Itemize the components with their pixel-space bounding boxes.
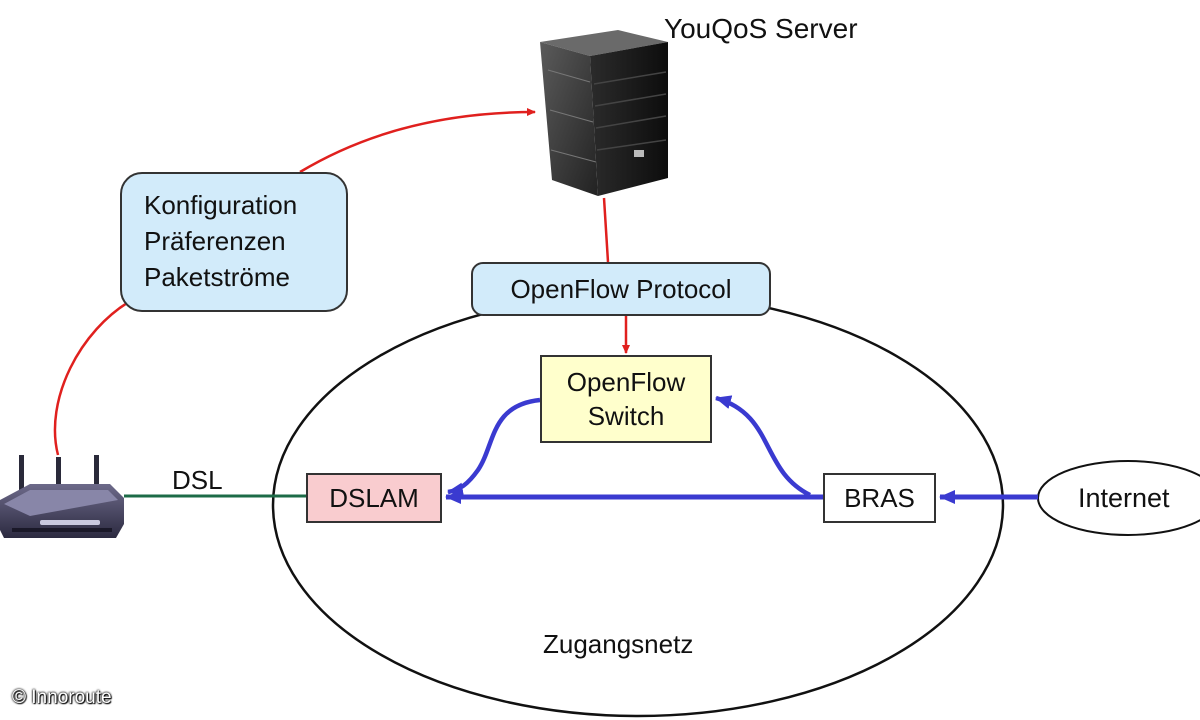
bras-label: BRAS	[844, 482, 915, 513]
openflow-protocol-box: OpenFlow Protocol	[471, 262, 771, 316]
copyright-watermark: © Innoroute	[12, 687, 112, 708]
bras-to-switch-arrow	[715, 395, 812, 498]
switch-to-dslam-arrow	[447, 397, 541, 497]
config-line-preferences: Präferenzen	[144, 226, 286, 257]
access-network-label: Zugangsnetz	[543, 629, 694, 659]
dslam-label: DSLAM	[329, 482, 419, 513]
dslam-box: DSLAM	[306, 473, 442, 523]
dsl-label: DSL	[172, 465, 223, 495]
router-icon	[0, 455, 124, 538]
config-box: Konfiguration Präferenzen Paketströme	[120, 172, 348, 312]
openflow-protocol-label: OpenFlow Protocol	[510, 273, 732, 304]
config-line-configuration: Konfiguration	[144, 190, 298, 221]
config-to-server-arrow	[299, 108, 536, 174]
server-title: YouQoS Server	[664, 13, 858, 44]
config-line-packet-streams: Paketströme	[144, 261, 290, 292]
openflow-switch-line-2: Switch	[587, 401, 665, 431]
openflow-switch-line-1: OpenFlow	[566, 366, 686, 397]
server-to-protocol-line	[602, 197, 610, 263]
openflow-switch-box: OpenFlow Switch	[540, 355, 712, 443]
server-icon	[540, 30, 668, 196]
router-to-config-line	[53, 298, 133, 456]
bras-box: BRAS	[823, 473, 936, 523]
internet-label: Internet	[1078, 483, 1170, 513]
